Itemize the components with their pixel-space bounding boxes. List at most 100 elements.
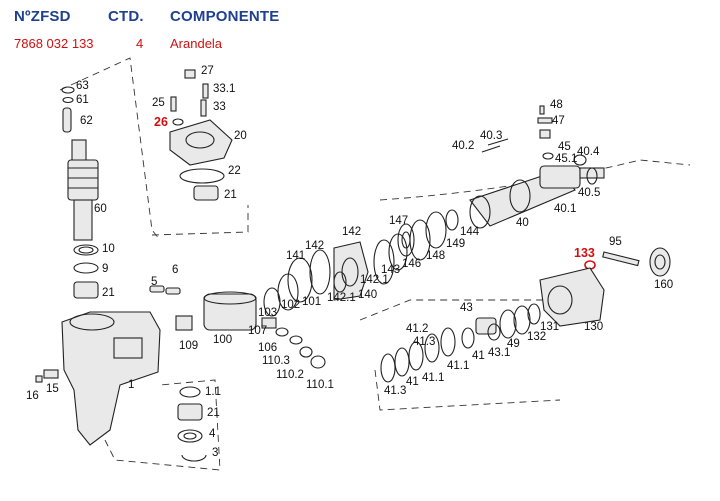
label-43: 43 bbox=[460, 302, 473, 314]
label-160: 160 bbox=[654, 279, 673, 291]
label-27: 27 bbox=[201, 65, 214, 77]
label-26: 26 bbox=[154, 115, 168, 129]
label-40: 40 bbox=[516, 217, 529, 229]
label-60: 60 bbox=[94, 203, 107, 215]
label-110-3: 110.3 bbox=[262, 355, 290, 367]
part-110-1-ring bbox=[310, 355, 326, 369]
group-outline-bottom-left bbox=[104, 379, 221, 471]
part-142-1-ring bbox=[333, 271, 347, 293]
part-131-ring bbox=[527, 303, 541, 325]
part-95-bolt bbox=[602, 251, 640, 267]
label-41-b: 41 bbox=[406, 376, 419, 388]
label-5: 5 bbox=[151, 276, 157, 288]
part-40-3-pin bbox=[487, 138, 509, 146]
part-6-pin bbox=[165, 287, 181, 295]
label-146: 146 bbox=[402, 258, 421, 270]
label-142-a: 142 bbox=[342, 226, 361, 238]
part-47-clip bbox=[537, 117, 553, 124]
part-21-bearing-left bbox=[73, 281, 99, 299]
label-33: 33 bbox=[213, 101, 226, 113]
label-110-2: 110.2 bbox=[276, 369, 304, 381]
label-43-1: 43.1 bbox=[488, 347, 510, 359]
label-4: 4 bbox=[209, 428, 216, 440]
label-142-1-b: 142.1 bbox=[327, 292, 356, 304]
label-142-b: 142 bbox=[305, 240, 324, 252]
label-40-4: 40.4 bbox=[577, 146, 600, 158]
part-22-o-ring bbox=[179, 168, 225, 184]
label-22: 22 bbox=[228, 165, 241, 177]
part-62-pin bbox=[62, 107, 72, 133]
part-132-ring bbox=[513, 305, 531, 335]
label-41-a: 41 bbox=[472, 350, 485, 362]
part-148-ring bbox=[409, 219, 431, 261]
part-15-fitting bbox=[43, 369, 59, 379]
part-21-bearing-cover bbox=[193, 185, 219, 201]
label-10: 10 bbox=[102, 243, 115, 255]
part-33-screw bbox=[200, 99, 207, 117]
label-140: 140 bbox=[358, 289, 377, 301]
part-20-cover bbox=[169, 119, 233, 166]
header-part-number: NºZFSD bbox=[14, 8, 71, 25]
part-43-1-ring bbox=[487, 323, 501, 341]
label-149: 149 bbox=[446, 238, 465, 250]
group-outline-middle bbox=[359, 299, 560, 321]
component-value: Arandela bbox=[170, 36, 223, 51]
label-141: 141 bbox=[286, 250, 305, 262]
part-63-snap-ring bbox=[61, 86, 75, 94]
label-102: 102 bbox=[281, 299, 300, 311]
part-5-pin bbox=[149, 285, 165, 293]
label-62: 62 bbox=[80, 115, 93, 127]
label-132: 132 bbox=[527, 331, 546, 343]
label-131: 131 bbox=[540, 321, 559, 333]
label-142-1-a: 142.1 bbox=[360, 274, 389, 286]
part-40-4-ring bbox=[573, 154, 587, 166]
part-9-ring bbox=[73, 262, 99, 274]
part-45-ring bbox=[539, 129, 551, 139]
label-41-3-b: 41.3 bbox=[384, 385, 406, 397]
part-110-2-ring bbox=[299, 346, 313, 358]
part-60-sector-shaft bbox=[67, 139, 99, 241]
label-106: 106 bbox=[258, 342, 277, 354]
part-27-nut bbox=[184, 69, 196, 79]
label-147: 147 bbox=[389, 215, 408, 227]
part-48-screw bbox=[539, 105, 545, 115]
label-103: 103 bbox=[258, 307, 277, 319]
label-100: 100 bbox=[213, 334, 232, 346]
label-144: 144 bbox=[460, 226, 480, 238]
label-6: 6 bbox=[172, 264, 178, 276]
part-101-ring bbox=[287, 257, 313, 303]
label-40-2: 40.2 bbox=[452, 140, 474, 152]
label-45-1: 45.1 bbox=[555, 153, 577, 165]
part-10-seal bbox=[73, 244, 99, 256]
part-3-circlip bbox=[181, 454, 207, 462]
part-labels: 63 61 62 60 10 9 21 27 33.1 25 33 26 20 … bbox=[26, 65, 673, 459]
label-109: 109 bbox=[179, 340, 198, 352]
label-41-1-a: 41.1 bbox=[447, 360, 469, 372]
part-16-plug bbox=[35, 375, 43, 383]
label-3: 3 bbox=[212, 447, 218, 459]
label-41-3-a: 41.3 bbox=[413, 336, 435, 348]
label-33-1: 33.1 bbox=[213, 83, 235, 95]
part-144-ring bbox=[445, 209, 459, 231]
label-107: 107 bbox=[248, 325, 267, 337]
part-110-3-ring bbox=[289, 335, 303, 345]
part-43-bearing bbox=[475, 317, 497, 335]
group-outline-lower bbox=[374, 369, 561, 411]
part-41-seal-ring bbox=[461, 327, 475, 349]
part-33-1-screw bbox=[202, 83, 209, 99]
label-63: 63 bbox=[76, 80, 89, 92]
part-21-bearing-bottom bbox=[177, 403, 203, 421]
label-48: 48 bbox=[550, 99, 563, 111]
label-45: 45 bbox=[558, 141, 571, 153]
group-outline-right-top bbox=[379, 159, 691, 201]
part-49-ring bbox=[499, 309, 517, 339]
part-141-ring bbox=[309, 249, 331, 295]
label-110-1: 110.1 bbox=[306, 379, 334, 391]
header-component: COMPONENTE bbox=[170, 8, 280, 25]
label-40-5: 40.5 bbox=[578, 187, 600, 199]
part-40-1-shaft bbox=[539, 165, 605, 189]
label-1-1: 1.1 bbox=[205, 386, 221, 398]
part-41-ring-set bbox=[380, 327, 456, 383]
label-1: 1 bbox=[128, 379, 134, 391]
